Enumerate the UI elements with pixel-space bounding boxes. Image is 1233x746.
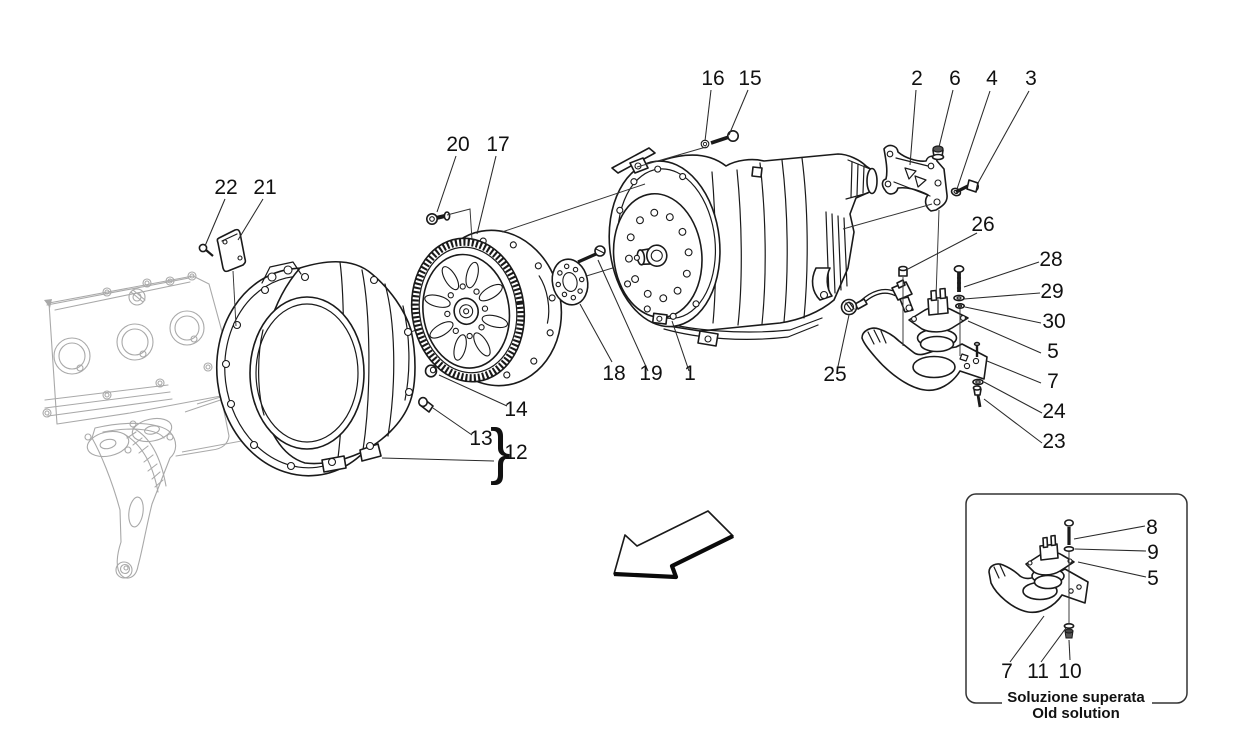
- callout-label-11: 11: [1027, 660, 1049, 683]
- callout-label-18: 18: [602, 362, 625, 385]
- washer: [972, 378, 984, 386]
- callout-label-26: 26: [971, 213, 994, 236]
- nut: [1064, 628, 1074, 639]
- bolt: [972, 385, 982, 408]
- flywheel: [410, 229, 563, 387]
- callout-label-12: 12: [504, 441, 527, 464]
- callout-label-16: 16: [701, 67, 724, 90]
- callout-label-13: 13: [469, 427, 492, 450]
- sensor-cable: [840, 279, 914, 316]
- direction-arrow: [613, 510, 734, 580]
- bolt: [955, 179, 979, 194]
- inset-callout-labels: 89 5 7 11 10: [1001, 516, 1159, 683]
- screw: [198, 243, 214, 257]
- nut: [931, 145, 945, 161]
- bell-housing: [215, 260, 416, 477]
- gearbox-mount-boss: [811, 267, 833, 301]
- callout-label-15: 15: [738, 67, 761, 90]
- callout-label-29: 29: [1040, 280, 1063, 303]
- callout-label-14: 14: [504, 398, 528, 421]
- spacer-disc: [551, 258, 589, 306]
- caption-backdrop: [1002, 692, 1152, 708]
- center-bolt: [577, 245, 606, 264]
- washer: [1063, 622, 1075, 629]
- bolt: [417, 396, 434, 413]
- washer: [1063, 545, 1075, 552]
- callout-label-24: 24: [1042, 400, 1066, 423]
- callout-label-1: 1: [684, 362, 696, 385]
- callout-label-9: 9: [1147, 541, 1159, 564]
- callout-label-2: 2: [911, 67, 923, 90]
- callout-label-5: 5: [1047, 340, 1059, 363]
- callout-label-20: 20: [446, 133, 469, 156]
- callout-label-7: 7: [1047, 370, 1059, 393]
- bolt: [424, 364, 438, 378]
- callout-label-8: 8: [1146, 516, 1158, 539]
- old-solution-inset: 89 5 7 11 10 Soluzione superata Old solution: [965, 493, 1188, 722]
- leader-lines: [204, 89, 1043, 462]
- callout-label-22: 22: [214, 176, 237, 199]
- mount-bracket: [861, 327, 988, 392]
- callout-label-3: 3: [1025, 67, 1037, 90]
- engine-mount: [908, 287, 969, 353]
- engine-block-context: [42, 271, 264, 579]
- bolt: [700, 130, 739, 149]
- cover-plate: [216, 228, 247, 273]
- old-engine-mount: [1025, 534, 1075, 590]
- inset-caption-english: Old solution: [1032, 705, 1120, 722]
- support-bracket: [881, 144, 948, 212]
- inset-caption-italian: Soluzione superata: [1007, 689, 1145, 706]
- gearbox: [608, 147, 878, 347]
- bolt: [1064, 519, 1075, 545]
- timing-gear-hatch: [123, 427, 167, 493]
- callout-label-7: 7: [1001, 660, 1013, 683]
- bolt: [898, 265, 908, 277]
- callout-label-4: 4: [986, 67, 998, 90]
- washer: [954, 302, 965, 309]
- ring-gear: [410, 237, 526, 383]
- callout-label-10: 10: [1058, 660, 1081, 683]
- callout-label-17: 17: [486, 133, 509, 156]
- engine-bolt-bosses: [42, 271, 213, 418]
- bolt: [953, 264, 965, 292]
- washer: [700, 139, 710, 149]
- callout-label-30: 30: [1042, 310, 1065, 333]
- torque-converter-housing: [608, 160, 721, 328]
- callout-label-23: 23: [1042, 430, 1065, 453]
- callout-label-25: 25: [823, 363, 846, 386]
- washer: [953, 294, 965, 302]
- bolt: [425, 211, 451, 226]
- callout-label-6: 6: [949, 67, 961, 90]
- callout-label-21: 21: [253, 176, 276, 199]
- gearbox-output: [866, 167, 878, 195]
- callout-label-5: 5: [1147, 567, 1159, 590]
- engine-bracket-context: [91, 422, 177, 579]
- callout-label-19: 19: [639, 362, 662, 385]
- callout-label-28: 28: [1039, 248, 1062, 271]
- bell-housing-opening: [249, 296, 365, 450]
- inset-leader-lines: [1009, 525, 1147, 663]
- grouping-brace: }: [490, 417, 511, 486]
